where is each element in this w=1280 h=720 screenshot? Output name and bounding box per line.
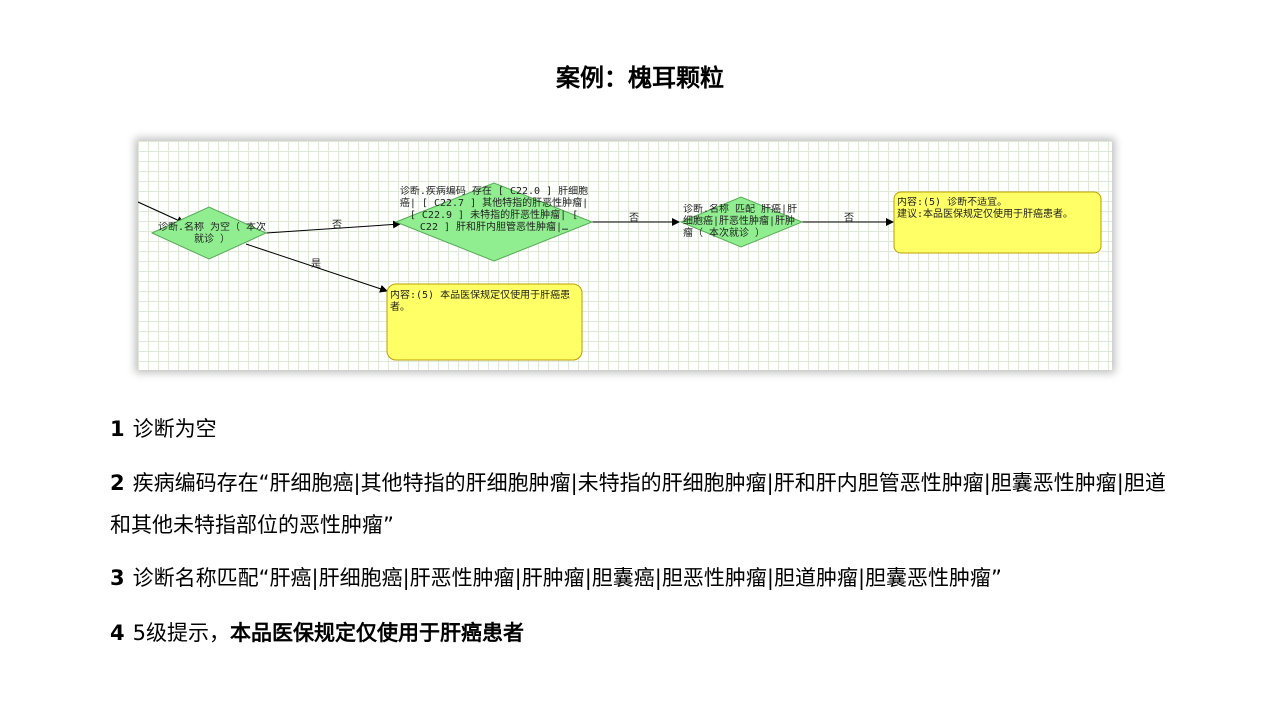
- list-item-text: 诊断名称匹配“肝癌|肝细胞癌|肝恶性肿瘤|肝肿瘤|胆囊癌|胆恶性肿瘤|胆道肿瘤|…: [132, 566, 1002, 590]
- edge-d1-d2: [265, 220, 401, 234]
- edge-label-d3-r2: 否: [844, 213, 854, 224]
- diamond-d2[interactable]: [394, 182, 594, 262]
- list-item-text: 疾病编码存在“肝细胞癌|其他特指的肝细胞肿瘤|未特指的肝细胞肿瘤|肝和肝内胆管恶…: [110, 471, 1166, 537]
- flowchart-canvas: 诊断.名称 为空（ 本次就诊 ） 诊断.疾病编码 存在 [ C22.0 ] 肝细…: [138, 141, 1112, 370]
- edge-label-d1-d2: 否: [332, 220, 342, 231]
- list-item-number: 1: [110, 417, 125, 441]
- note-r2[interactable]: [893, 191, 1102, 254]
- list-item-bold-text: 本品医保规定仅使用于肝癌患者: [230, 621, 524, 645]
- list-item-3: 3 诊断名称匹配“肝癌|肝细胞癌|肝恶性肿瘤|肝肿瘤|胆囊癌|胆恶性肿瘤|胆道肿瘤…: [110, 560, 1170, 596]
- list-item-number: 2: [110, 471, 125, 495]
- note-r2-text: 内容:(5) 诊断不适宜。 建议:本品医保规定仅使用于肝癌患者。: [897, 197, 1074, 220]
- list-item-text: 5级提示，: [132, 621, 230, 645]
- list-item-number: 3: [110, 566, 125, 590]
- edge-label-d2-d3: 否: [629, 213, 639, 224]
- edge-incoming: [138, 201, 185, 224]
- slide-title: 案例：槐耳颗粒: [556, 64, 724, 92]
- edge-label-d1-r1: 是: [311, 259, 321, 270]
- edge-d1-r1: [245, 243, 388, 293]
- diamond-d1[interactable]: [150, 206, 268, 260]
- list-item-text: 诊断为空: [132, 417, 217, 441]
- note-r1[interactable]: [386, 283, 583, 361]
- diamond-d3[interactable]: [679, 196, 804, 248]
- list-item-1: 1 诊断为空: [110, 411, 1170, 447]
- list-item-4: 4 5级提示，本品医保规定仅使用于肝癌患者: [110, 615, 1170, 651]
- note-r1-text: 内容:(5) 本品医保规定仅使用于肝癌患者。: [390, 290, 571, 313]
- list-item-number: 4: [110, 621, 125, 645]
- flowchart-svg: [138, 182, 1102, 361]
- diamond-d1-text: 诊断.名称 为空（ 本次就诊 ）: [157, 222, 267, 245]
- diamond-d3-text: 诊断.名称 匹配 肝癌|肝细胞癌|肝恶性肿瘤|肝肿瘤（ 本次就诊 ）: [683, 204, 798, 239]
- diamond-d2-text: 诊断.疾病编码 存在 [ C22.0 ] 肝细胞癌| [ C22.7 ] 其他特…: [399, 186, 589, 233]
